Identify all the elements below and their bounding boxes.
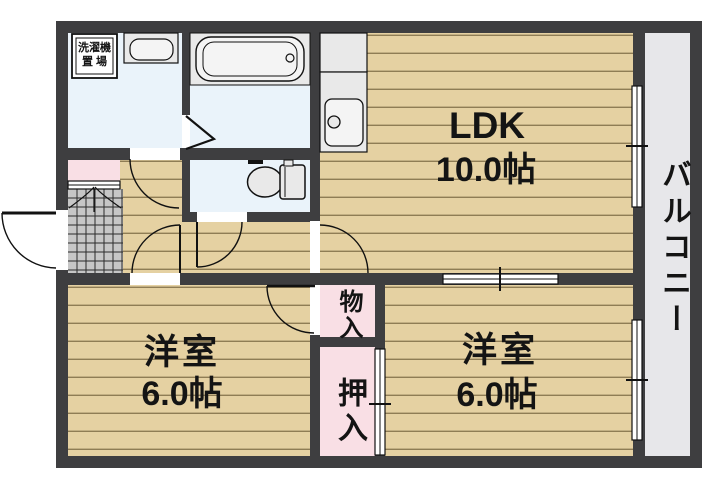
wall-top: [56, 21, 702, 33]
door-swing-icon-entrance: [1, 211, 57, 269]
bedroom-right-size-label: 6.0帖: [456, 376, 538, 414]
laundry-label: 洗濯機 置 場: [73, 41, 116, 69]
shoe-cabinet: [68, 160, 120, 181]
entrance-opening: [56, 210, 68, 270]
washbasin-icon: [123, 32, 179, 64]
sliding-window-icon-ldk-balcony: [626, 85, 648, 208]
toilet-door-opening: [197, 212, 247, 222]
bedroom-right-name-label: 洋室: [461, 331, 538, 370]
wall-storage-left: [310, 285, 320, 456]
door-swing-icon-bedroom-left: [131, 224, 181, 274]
faucet-icon: [327, 115, 341, 129]
bath-fold-opening: [182, 115, 190, 148]
door-swing-icon-storage: [266, 284, 315, 334]
door-swing-icon-toilet: [196, 221, 243, 268]
closet-label: 押入: [333, 376, 366, 447]
ldk-door-opening: [310, 221, 320, 273]
bathtub-icon: [189, 32, 311, 86]
ldk-name-label: LDK: [448, 105, 526, 146]
doors: [1, 115, 369, 334]
double-door-icon-shoe-cabinet: [68, 186, 122, 212]
sliding-door-icon-ldk-bedroom: [442, 267, 559, 291]
kitchen-sink-icon: [324, 98, 364, 147]
wall-bottom: [56, 456, 702, 468]
wall-wash-bath: [182, 33, 190, 115]
ldk-size-label: 10.0帖: [435, 151, 537, 189]
washroom-door-opening: [130, 148, 180, 160]
balcony-label: バルコニー: [657, 159, 690, 339]
kitchen-counter-icon: [319, 32, 368, 153]
wall-openings: [56, 115, 320, 335]
laundry-label-line2: 置 場: [81, 56, 108, 68]
balcony-floor: [645, 33, 690, 456]
folding-door-icon-bathroom: [185, 115, 217, 151]
laundry-label-line1: 洗濯機: [78, 42, 111, 54]
sliding-door-icon-closet: [369, 348, 391, 456]
sliding-window-icon-bedroom-balcony: [626, 319, 648, 441]
windows: [67, 85, 648, 456]
toilet-window-tick: [248, 160, 263, 164]
bedroom-door-opening: [130, 273, 180, 285]
entrance-tile-grid: [68, 189, 123, 273]
storage-label: 物入: [335, 288, 362, 341]
closet-floor: [320, 347, 375, 456]
door-swing-icon-ldk: [319, 224, 369, 274]
wall-storage-divider: [310, 337, 385, 347]
washing-machine-space-icon: [71, 33, 118, 79]
fixtures: [71, 32, 368, 200]
storage-door-opening: [310, 285, 320, 335]
bedroom-left-size-label: 6.0帖: [141, 375, 223, 413]
bedroom-left-name-label: 洋室: [143, 333, 220, 372]
wall-main-vertical: [310, 21, 320, 273]
door-swing-icon-washroom: [129, 158, 180, 209]
storage-floor: [320, 285, 375, 337]
wall-toilet-bottom: [182, 212, 320, 222]
toilet-icon: [246, 159, 306, 200]
wall-toilet-left: [182, 160, 190, 212]
wall-right: [690, 21, 702, 468]
wall-washroom-bottom: [56, 148, 320, 160]
